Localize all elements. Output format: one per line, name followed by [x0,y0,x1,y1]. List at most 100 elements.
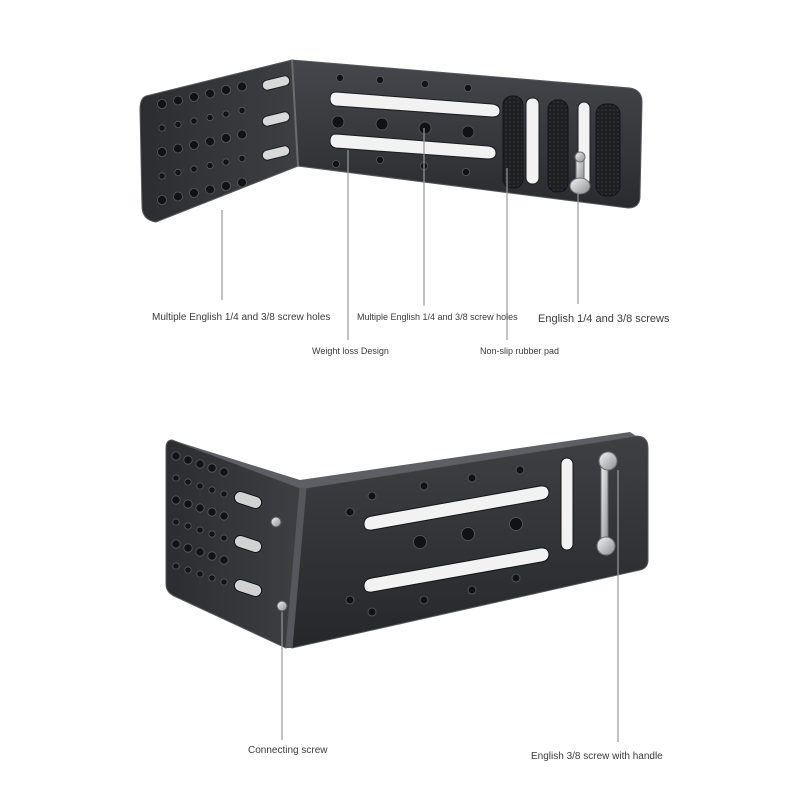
screw-hole [171,495,181,505]
top-rubber-pads [502,95,621,197]
screw-hole [375,117,389,131]
screw-hole [220,578,228,586]
screw-hole [467,473,477,483]
screw-hole [171,451,181,461]
screw-hole [172,474,180,482]
screw-hole [222,158,230,166]
screw-hole [184,522,192,530]
screw-hole [196,526,204,534]
screw-hole [190,165,198,173]
screw-hole [461,125,475,139]
screw-hole [157,99,167,109]
screw-hole [184,566,192,574]
screw-hole [419,481,429,491]
screw-hole [515,465,525,475]
screw-hole [190,117,198,125]
screw-hole [189,140,199,150]
screw-hole [221,85,231,95]
label-screw-with-handle: English 3/8 screw with handle [531,751,663,762]
screw-hole [196,570,204,578]
screw-hole [345,507,355,517]
screw-hole [509,517,523,531]
label-non-slip-pad: Non-slip rubber pad [480,346,560,356]
bottom-front-hole-row [345,465,525,617]
screw-hole [413,535,427,549]
screw-hole [183,499,193,509]
screw-hole [183,455,193,465]
screw-hole [195,459,205,469]
screw-hole [220,534,228,542]
screw-hole [172,518,180,526]
label-connecting-screw: Connecting screw [248,745,328,756]
screw-hole [367,491,377,501]
screw-hole [173,143,183,154]
top-bracket-image [139,59,643,223]
screw-hole [173,95,183,106]
screw-hole [196,482,204,490]
screw-hole [461,167,470,176]
screw-hole [331,159,340,168]
screw-hole [238,106,246,115]
screw-hole [331,115,345,129]
label-multiple-holes-center: Multiple English 1/4 and 3/8 screw holes [357,312,518,322]
screw-hole [222,110,230,118]
handle-screw-icon [560,451,618,556]
screw-hole [158,172,166,180]
screw-hole [195,547,205,557]
screw-hole [420,80,429,89]
screw-hole [219,511,229,521]
screw-hole [237,177,247,188]
screw-hole [189,92,199,102]
screw-hole [461,527,475,541]
screw-hole [206,113,214,122]
label-weight-loss: Weight loss Design [312,346,389,356]
screw-hole [183,543,193,553]
screw-hole [207,551,217,561]
bottom-bracket-front-face [291,435,649,649]
screw-hole [221,181,231,191]
screw-hole [208,530,216,538]
screw-hole [208,486,216,494]
screw-hole [205,184,215,195]
top-screw-icon [569,151,591,195]
connecting-screw-icon [270,516,288,612]
screw-hole [220,490,228,498]
screw-hole [157,147,167,157]
screw-hole [206,161,214,170]
screw-hole [195,503,205,513]
screw-hole [208,574,216,582]
screw-hole [221,133,231,143]
screw-hole [467,585,477,595]
bottom-side-hole-grid [171,451,229,586]
screw-hole [463,84,472,93]
screw-hole [219,467,229,477]
top-side-slots [261,75,291,161]
screw-hole [237,81,247,92]
top-leader-lines [221,128,579,340]
screw-hole [335,74,344,83]
top-side-hole-grid [157,81,247,205]
screw-hole [219,555,229,565]
screw-hole [238,154,246,163]
bottom-front-slots [363,485,550,593]
screw-hole [345,595,355,605]
screw-hole [511,573,521,583]
top-main-hole-row [331,74,475,176]
screw-hole [172,562,180,570]
screw-hole [174,120,182,129]
screw-hole [173,191,183,202]
screw-hole [184,478,192,486]
screw-hole [171,539,181,549]
screw-hole [418,121,432,135]
top-main-slots [329,91,501,160]
screw-hole [174,168,182,177]
screw-hole [375,76,384,85]
screw-hole [158,124,166,132]
screw-hole [189,188,199,198]
bottom-leader-lines [281,470,619,742]
label-english-screws: English 1/4 and 3/8 screws [538,313,670,325]
bottom-bracket-side-face [165,439,301,649]
screw-hole [205,136,215,147]
